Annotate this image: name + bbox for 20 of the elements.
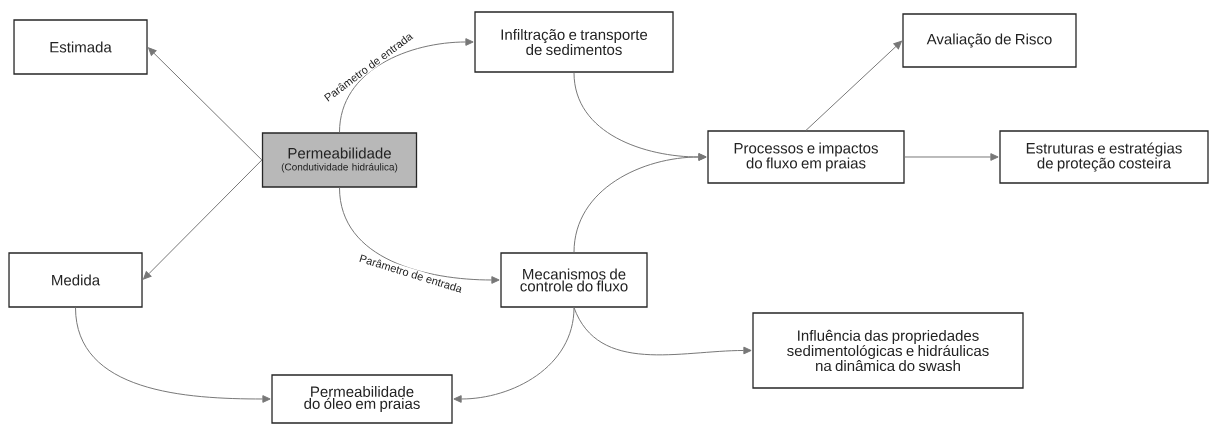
highlighted-box: Permeabilidade (Condutividade hidráulica) (261, 132, 418, 188)
process-box: Medida (8, 252, 143, 308)
arrow (904, 153, 999, 161)
arrow (339, 187, 500, 284)
process-box: Mecanismos de controle do fluxo (500, 252, 648, 308)
process-box: Influência das propriedades sedimentológicas e hidráulicas na dinâmica do swash (752, 312, 1024, 389)
process-box: Permeabilidade do óleo em praias (271, 374, 453, 424)
process-box: Estimada (13, 19, 148, 75)
arrow (573, 307, 752, 356)
process-box: Processos e impactos do fluxo em praias (707, 130, 905, 184)
arrow (148, 47, 263, 161)
arrow (75, 307, 271, 403)
arrow (339, 38, 474, 133)
arrow (805, 40, 902, 131)
process-box: Avaliação de Risco (902, 13, 1077, 68)
process-box: Infiltração e transporte de sedimentos (474, 11, 674, 73)
arrow (573, 153, 707, 253)
arrow (143, 159, 263, 280)
process-box: Estruturas e estratégias de proteção costeira (999, 130, 1209, 184)
arrow (453, 307, 575, 403)
